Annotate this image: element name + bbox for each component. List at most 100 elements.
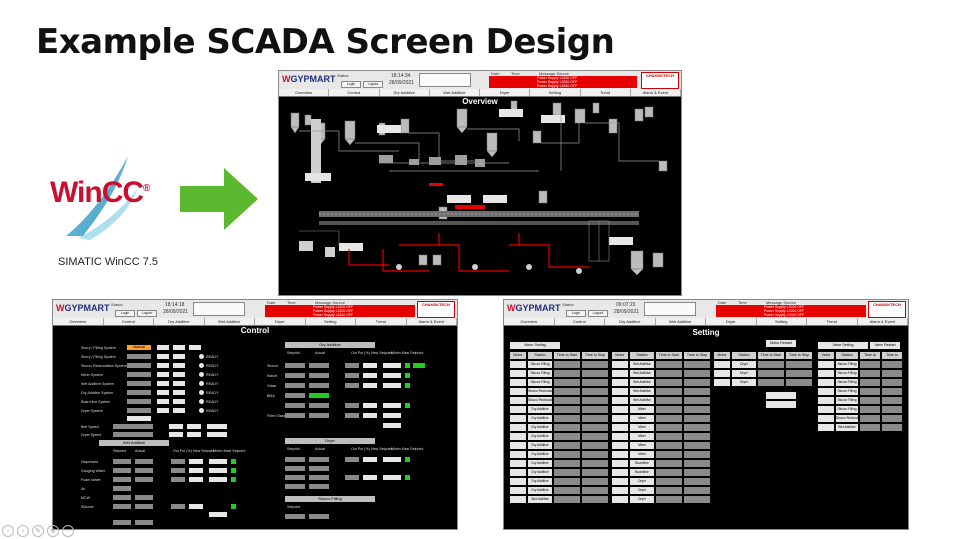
new-setpoint-field[interactable]	[363, 403, 377, 408]
tab-trend[interactable]: Trend	[807, 318, 858, 325]
time-start-field[interactable]	[656, 406, 682, 413]
start-button[interactable]	[157, 345, 169, 350]
tab-dryer[interactable]: Dryer	[255, 318, 306, 325]
next-icon[interactable]: ›	[17, 525, 29, 537]
time-start-field[interactable]	[554, 442, 580, 449]
header-button[interactable]	[419, 73, 471, 87]
time-stop-field[interactable]	[582, 370, 608, 377]
start-button[interactable]	[157, 381, 169, 386]
time-stop-field[interactable]	[684, 442, 710, 449]
time-stop-field[interactable]	[882, 406, 902, 413]
mode-select[interactable]: Manual	[127, 345, 151, 350]
tab-setting[interactable]: Setting	[530, 89, 581, 96]
time-start-field[interactable]	[554, 361, 580, 368]
motor-default-button[interactable]	[766, 401, 796, 408]
time-start-field[interactable]	[656, 397, 682, 404]
tab-dryer[interactable]: Dryer	[480, 89, 531, 96]
time-start-field[interactable]	[656, 370, 682, 377]
time-start-field[interactable]	[554, 478, 580, 485]
dryer-speed-field[interactable]	[113, 432, 153, 437]
stop-button[interactable]	[173, 354, 185, 359]
belt-speed-new[interactable]	[187, 424, 201, 429]
time-start-field[interactable]	[656, 379, 682, 386]
time-stop-field[interactable]	[582, 496, 608, 503]
time-start-field[interactable]	[656, 451, 682, 458]
start-button[interactable]	[157, 372, 169, 377]
time-start-field[interactable]	[554, 415, 580, 422]
time-stop-field[interactable]	[684, 460, 710, 467]
time-stop-field[interactable]	[582, 442, 608, 449]
stop-button[interactable]	[173, 363, 185, 368]
alarm-banner[interactable]: Power Supply L3100 OFF Power Supply L320…	[716, 305, 866, 317]
time-stop-field[interactable]	[582, 460, 608, 467]
time-stop-field[interactable]	[582, 379, 608, 386]
tab-control[interactable]: Control	[104, 318, 154, 325]
time-start-field[interactable]	[554, 487, 580, 494]
time-stop-field[interactable]	[582, 478, 608, 485]
valve-restart-button[interactable]: Valve Restart	[870, 342, 900, 349]
alarm-banner[interactable]: Power Supply L3100 OFF Power Supply L320…	[489, 76, 637, 88]
start-button[interactable]	[157, 390, 169, 395]
setpoint-field[interactable]	[285, 457, 305, 462]
time-stop-field[interactable]	[684, 379, 710, 386]
time-stop-field[interactable]	[684, 361, 710, 368]
tab-wet-additive[interactable]: Wet Additive	[656, 318, 706, 325]
stop-button[interactable]	[173, 372, 185, 377]
time-stop-field[interactable]	[684, 406, 710, 413]
time-stop-field[interactable]	[882, 370, 902, 377]
time-start-field[interactable]	[554, 469, 580, 476]
time-start-field[interactable]	[554, 388, 580, 395]
time-stop-field[interactable]	[582, 397, 608, 404]
setpoint-field[interactable]	[113, 477, 131, 482]
tab-dry-additive[interactable]: Dry Additive	[605, 318, 656, 325]
alarm-banner[interactable]: Power Supply L3100 OFF Power Supply L320…	[265, 305, 415, 317]
time-start-field[interactable]	[656, 442, 682, 449]
dryer-speed-new[interactable]	[187, 432, 201, 437]
belt-speed-set[interactable]	[169, 424, 183, 429]
time-start-field[interactable]	[758, 361, 784, 368]
stop-button[interactable]	[173, 345, 185, 350]
time-start-field[interactable]	[860, 415, 880, 422]
minmax-field[interactable]	[383, 457, 401, 462]
time-start-field[interactable]	[860, 397, 880, 404]
time-stop-field[interactable]	[786, 361, 812, 368]
belt-speed-minmax[interactable]	[207, 424, 227, 429]
setpoint-field[interactable]	[285, 475, 305, 480]
setpoint-field[interactable]	[285, 514, 305, 519]
minmax-field[interactable]	[383, 363, 401, 368]
setpoint-field[interactable]	[285, 393, 305, 398]
belt-speed-field[interactable]	[113, 424, 153, 429]
new-setpoint-field[interactable]	[363, 475, 377, 480]
tab-wet-additive[interactable]: Wet Additive	[205, 318, 255, 325]
reset-button[interactable]	[189, 345, 201, 350]
minmax-field[interactable]	[383, 413, 401, 418]
time-stop-field[interactable]	[684, 433, 710, 440]
start-button[interactable]	[157, 399, 169, 404]
time-stop-field[interactable]	[684, 415, 710, 422]
tab-alarm-event[interactable]: Alarm & Event	[631, 89, 681, 96]
start-button[interactable]	[157, 354, 169, 359]
time-stop-field[interactable]	[582, 424, 608, 431]
motor-restart-button[interactable]: Motor Restart	[766, 340, 796, 347]
time-stop-field[interactable]	[684, 397, 710, 404]
new-setpoint-field[interactable]	[363, 457, 377, 462]
mode-field[interactable]	[127, 363, 151, 368]
time-start-field[interactable]	[656, 361, 682, 368]
mode-field[interactable]	[127, 399, 151, 404]
toolbar-field[interactable]	[127, 416, 151, 421]
time-stop-field[interactable]	[684, 469, 710, 476]
tab-trend[interactable]: Trend	[581, 89, 631, 96]
minmax-field[interactable]	[383, 383, 401, 388]
tab-alarm-event[interactable]: Alarm & Event	[858, 318, 908, 325]
tab-overview[interactable]: Overview	[504, 318, 555, 325]
setpoint-field[interactable]	[113, 495, 131, 500]
login-button[interactable]: Login	[566, 310, 586, 317]
time-stop-field[interactable]	[684, 424, 710, 431]
new-setpoint-field[interactable]	[363, 363, 377, 368]
time-start-field[interactable]	[860, 406, 880, 413]
minmax-field[interactable]	[209, 468, 227, 473]
login-button[interactable]: Login	[341, 81, 361, 88]
tab-overview[interactable]: Overview	[279, 89, 330, 96]
setpoint-field[interactable]	[113, 486, 131, 491]
time-start-field[interactable]	[656, 433, 682, 440]
